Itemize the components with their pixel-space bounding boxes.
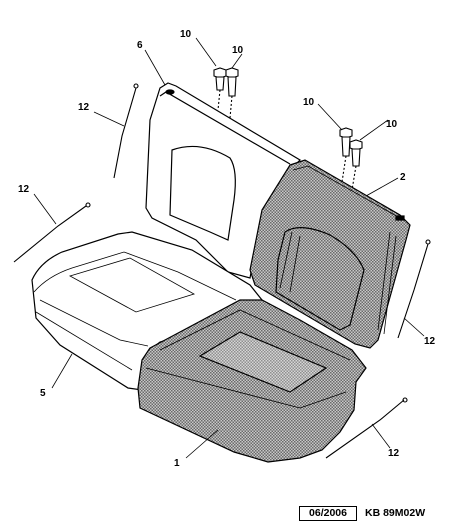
rod-2 xyxy=(13,205,87,263)
rod-parts xyxy=(13,83,431,459)
screw-parts xyxy=(213,67,363,191)
callout-10-a: 10 xyxy=(180,29,192,40)
callout-12-a: 12 xyxy=(78,102,90,113)
callout-12-c: 12 xyxy=(424,336,436,347)
callout-12-b: 12 xyxy=(18,184,30,195)
callout-10-c: 10 xyxy=(303,97,315,108)
footer-date: 06/2006 xyxy=(299,506,357,521)
callout-2: 2 xyxy=(400,172,406,183)
screw-2 xyxy=(225,67,239,119)
screw-1 xyxy=(213,67,227,111)
backrest-frame-part xyxy=(145,82,301,279)
leader-lines xyxy=(33,37,425,459)
backrest-cushion-part xyxy=(249,159,411,349)
rod-4 xyxy=(325,399,405,459)
screw-3 xyxy=(339,127,353,183)
callout-5: 5 xyxy=(40,388,46,399)
footer-reference: KB 89M02W xyxy=(360,506,446,521)
callout-12-d: 12 xyxy=(388,448,400,459)
callout-1: 1 xyxy=(174,458,180,469)
callout-10-b: 10 xyxy=(232,45,244,56)
rod-1 xyxy=(113,87,137,179)
screw-4 xyxy=(349,139,363,191)
callout-6: 6 xyxy=(137,40,143,51)
rod-3 xyxy=(397,243,429,339)
callout-10-d: 10 xyxy=(386,119,398,130)
seat-base-part xyxy=(137,299,367,463)
